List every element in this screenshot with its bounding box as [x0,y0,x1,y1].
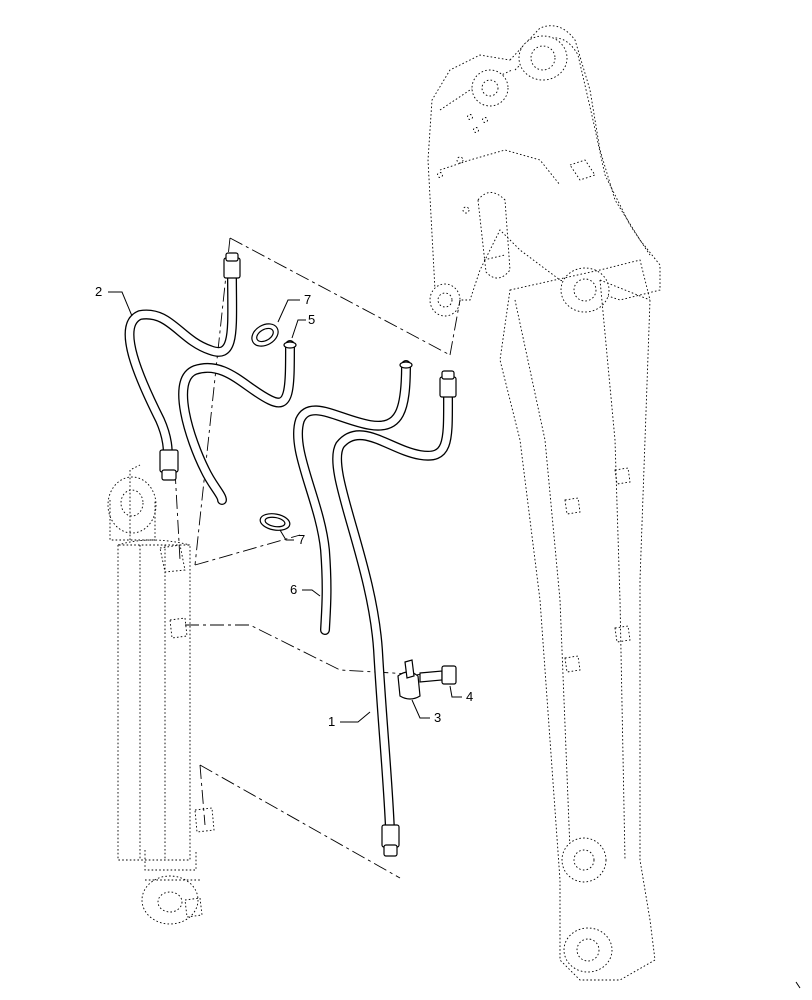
callout-2: 2 [95,284,102,299]
tube-5 [178,340,297,505]
bolt-4 [419,665,457,685]
callout-7-bottom: 7 [298,532,305,547]
clamp-3 [397,659,421,700]
callout-labels: 2 7 5 7 6 1 3 4 [95,284,473,729]
hydraulic-cylinder [107,464,215,925]
callout-4: 4 [466,689,473,704]
boom-arm [427,25,661,981]
hose-2 [124,252,241,481]
seal-ring-bottom [259,513,291,531]
seal-ring-top [251,323,279,347]
callout-7-top: 7 [304,292,311,307]
callout-5: 5 [308,312,315,327]
alignment-lines [174,237,461,879]
callout-6: 6 [290,582,297,597]
corner-mark [795,981,801,989]
callout-1: 1 [328,714,335,729]
hose-1 [332,370,457,857]
callout-3: 3 [434,710,441,725]
tube-6 [293,360,413,635]
